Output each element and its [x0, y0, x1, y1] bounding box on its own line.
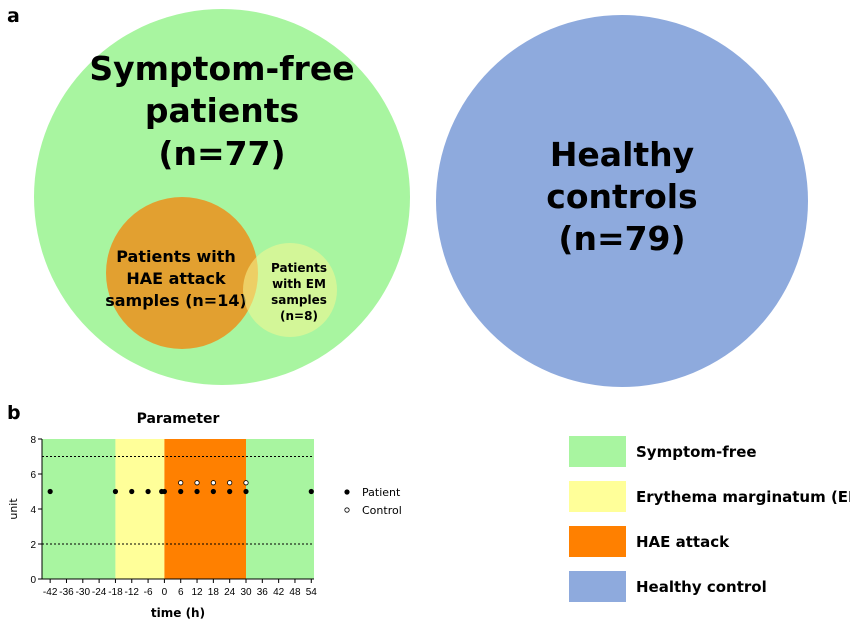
symptom-free-title: Symptom-free — [89, 49, 354, 88]
patient-point — [210, 488, 216, 495]
y-tick-label: 2 — [30, 540, 36, 551]
em-circle — [243, 243, 337, 337]
y-tick-label: 4 — [30, 505, 36, 516]
y-tick-label: 6 — [30, 470, 36, 481]
background-band-0 — [42, 439, 116, 579]
x-axis-label: time (h) — [151, 606, 205, 620]
chart-title: Parameter — [137, 411, 220, 427]
patient-point — [308, 488, 314, 495]
background-band-3 — [246, 439, 314, 579]
patient-legend-label: Patient — [362, 486, 401, 499]
x-tick-label: 48 — [289, 587, 301, 598]
x-tick-label: 6 — [178, 587, 184, 598]
control-point — [227, 480, 233, 486]
patient-point — [178, 488, 184, 495]
background-band-2 — [164, 439, 246, 579]
patient-point — [129, 488, 135, 495]
legend-label-symptom-free: Symptom-free — [636, 443, 757, 461]
legend-swatch-symptom-free — [569, 436, 626, 467]
panel-b-label: b — [7, 402, 21, 424]
background-band-1 — [115, 439, 165, 579]
x-tick-label: -24 — [92, 587, 107, 598]
x-tick-label: 0 — [162, 587, 168, 598]
y-axis-label: unit — [7, 498, 20, 520]
patient-legend-marker — [344, 489, 350, 495]
hae-line-3: samples (n=14) — [105, 291, 247, 310]
x-tick-label: 36 — [257, 587, 269, 598]
x-tick-label: -12 — [125, 587, 140, 598]
legend-swatch-healthy-control — [569, 571, 626, 602]
patient-point — [112, 488, 119, 495]
x-tick-label: -6 — [144, 587, 153, 598]
hae-line-2: HAE attack — [126, 269, 226, 288]
x-tick-label: -18 — [108, 587, 123, 598]
control-point — [194, 480, 200, 486]
x-tick-label: 30 — [240, 587, 252, 598]
x-tick-label: -42 — [43, 587, 58, 598]
patient-point — [47, 488, 53, 495]
x-tick-label: -30 — [76, 587, 91, 598]
patient-point — [194, 488, 200, 495]
symptom-free-subtitle: patients — [145, 91, 299, 130]
hae-attack-circle — [106, 197, 258, 349]
control-point — [210, 480, 216, 486]
y-tick-label: 8 — [30, 435, 36, 446]
color-legend: Symptom-free Erythema marginatum (EM) HA… — [569, 436, 850, 602]
patient-point — [227, 488, 233, 495]
em-line-1: Patients — [271, 261, 327, 275]
healthy-controls-circle — [436, 15, 808, 387]
hae-line-1: Patients with — [116, 247, 236, 266]
healthy-title: Healthy — [550, 135, 694, 174]
legend-swatch-em — [569, 481, 626, 512]
em-line-4: (n=8) — [280, 309, 318, 323]
legend-label-healthy-control: Healthy control — [636, 578, 767, 596]
control-point — [243, 480, 249, 486]
panel-a-label: a — [7, 5, 20, 27]
legend-swatch-hae-attack — [569, 526, 626, 557]
y-tick-label: 0 — [30, 575, 36, 586]
healthy-count: (n=79) — [558, 219, 685, 258]
control-point — [178, 480, 184, 486]
x-tick-label: 24 — [224, 587, 236, 598]
healthy-subtitle: controls — [546, 177, 697, 216]
x-tick-label: 12 — [191, 587, 203, 598]
legend-label-em: Erythema marginatum (EM) — [636, 488, 850, 506]
em-line-2: with EM — [272, 277, 326, 291]
patient-point — [243, 488, 249, 495]
patient-point — [161, 488, 167, 495]
x-tick-label: 42 — [273, 587, 285, 598]
legend-label-hae-attack: HAE attack — [636, 533, 730, 551]
symptom-free-count: (n=77) — [158, 134, 285, 173]
control-legend-marker — [344, 507, 350, 513]
control-legend-label: Control — [362, 504, 402, 517]
em-line-3: samples — [271, 293, 327, 307]
x-tick-label: -36 — [59, 587, 74, 598]
patient-point — [145, 488, 151, 495]
x-tick-label: 18 — [208, 587, 220, 598]
x-tick-label: 54 — [306, 587, 318, 598]
